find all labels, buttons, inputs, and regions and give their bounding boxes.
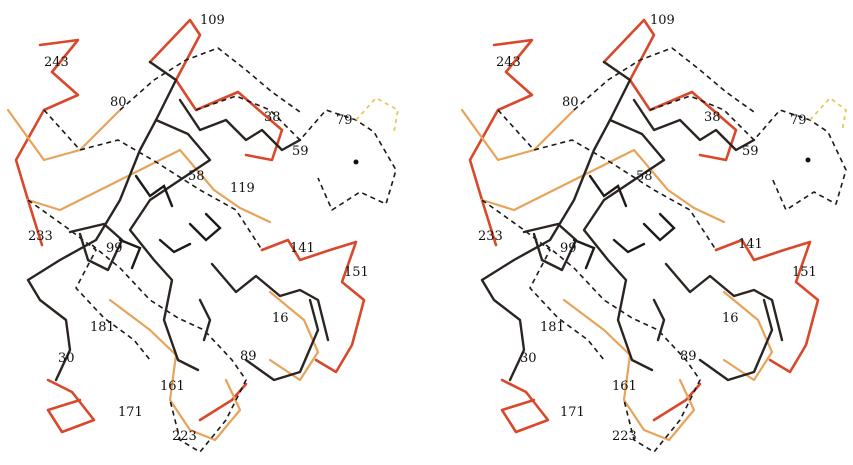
residue-label: 89 [240, 349, 257, 364]
residue-label: 80 [562, 95, 579, 110]
residue-label: 223 [612, 429, 637, 444]
residue-label: 243 [44, 55, 69, 70]
residue-label: 109 [650, 13, 675, 28]
residue-label: 161 [160, 379, 185, 394]
residue-label: 161 [612, 379, 637, 394]
residue-label: 171 [560, 405, 585, 420]
backbone-trace-dark [482, 62, 782, 380]
residue-label: 38 [704, 110, 721, 125]
backbone-trace-dark [28, 62, 328, 380]
residue-label: 151 [344, 265, 369, 280]
stereo-panel-right: 109 243 80 38 79 59 58 233 99 141 151 16… [462, 13, 846, 452]
backbone-trace-red [470, 20, 818, 432]
residue-label: 58 [188, 169, 205, 184]
residue-label: 30 [520, 351, 537, 366]
residue-label: 59 [292, 144, 309, 159]
residue-label: 89 [680, 349, 697, 364]
residue-label: 223 [172, 429, 197, 444]
residue-label: 243 [496, 55, 521, 70]
residue-label: 99 [106, 241, 123, 256]
residue-label: 16 [722, 311, 739, 326]
residue-label: 38 [264, 110, 281, 125]
residue-label: 233 [28, 229, 53, 244]
backbone-trace-dashed [482, 48, 846, 452]
residue-label: 59 [742, 144, 759, 159]
residue-label: 233 [478, 229, 503, 244]
residue-label: 171 [118, 405, 143, 420]
residue-label: 30 [58, 351, 75, 366]
backbone-trace-red [16, 20, 364, 432]
residue-label: 181 [90, 320, 115, 335]
residue-label: 151 [792, 265, 817, 280]
residue-labels: 109 243 80 38 79 59 58 119 233 99 141 15… [28, 13, 369, 444]
residue-label: 79 [336, 113, 353, 128]
residue-label: 99 [560, 241, 577, 256]
residue-label: 58 [636, 169, 653, 184]
highlight-loop-yellow [810, 98, 846, 132]
residue-label: 80 [110, 95, 127, 110]
atom-dot [806, 158, 811, 163]
residue-label: 119 [230, 181, 255, 196]
backbone-trace-dashed [28, 48, 396, 452]
residue-label: 141 [290, 241, 315, 256]
residue-label: 16 [272, 311, 289, 326]
residue-label: 109 [200, 13, 225, 28]
highlight-loop-yellow [356, 98, 398, 132]
residue-label: 141 [738, 237, 763, 252]
atom-dot [354, 160, 359, 165]
stereo-panel-left: 109 243 80 38 79 59 58 119 233 99 141 15… [8, 13, 398, 452]
residue-label: 79 [790, 113, 807, 128]
residue-label: 181 [540, 320, 565, 335]
